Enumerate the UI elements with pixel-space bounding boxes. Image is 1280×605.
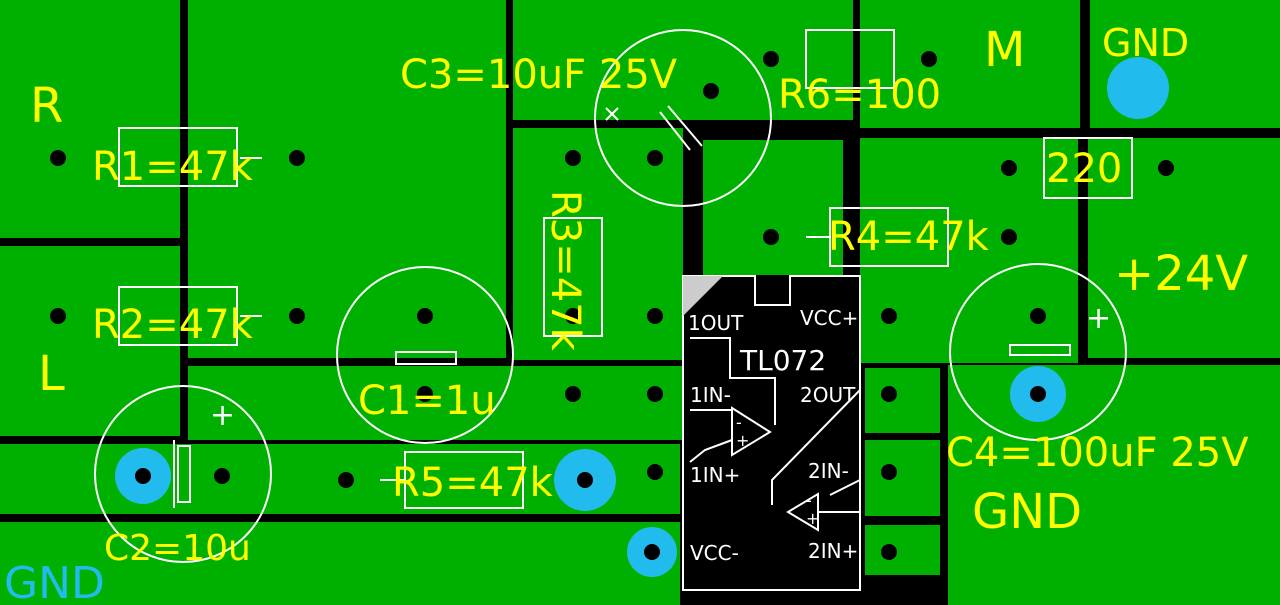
pin-2inm: 2IN- [808,459,849,483]
pad [417,386,433,402]
tl072-outline [682,275,861,591]
c2-plus-mark: + [210,398,235,433]
pad [1001,160,1017,176]
label-r2: R2=47k [92,302,254,348]
pad [1158,160,1174,176]
c1-body [336,266,514,444]
capacitor-outlines [94,29,1127,563]
pad [647,150,663,166]
pin-1out: 1OUT [688,311,744,335]
label-c4: C4=100uF 25V [946,430,1249,476]
copper-m-output [860,0,1080,128]
r6-body [805,29,895,89]
label-r5: R5=47k [392,460,554,506]
op2-plus: + [806,509,819,528]
label-c1: C1=1u [358,378,496,424]
label-24v: +24V [1114,246,1248,302]
pad [50,150,66,166]
label-gnd-mid: GND [972,484,1082,540]
pad [565,386,581,402]
label-l: L [38,346,65,402]
c2-body [94,385,272,563]
pad [881,464,897,480]
pin-2out: 2OUT [800,383,856,407]
copper-r-input [0,0,180,238]
label-gnd-bottom: GND [4,558,105,605]
silkscreen-labels: R L M GND +24V GND GND R1=47k R2=47k R3=… [4,21,1249,605]
copper-pad-2inm [865,440,940,516]
label-r6: R6=100 [778,72,941,118]
op2-minus: - [806,491,812,510]
pad [1001,229,1017,245]
pad [881,386,897,402]
copper-right-center [703,140,843,275]
resistor-outlines [118,29,1133,509]
copper-gnd-strip [0,522,680,605]
label-r4: R4=47k [828,214,990,260]
label-r220: 220 [1046,146,1122,192]
ground-pads [115,57,1169,577]
copper-trace-row [188,366,682,440]
tl072-labels: TL072 1OUT 1IN- 1IN+ VCC- VCC+ 2OUT 2IN-… [688,306,858,565]
r2-body [118,286,238,346]
pin-vccp: VCC+ [800,306,858,330]
pad [921,51,937,67]
gnd-pad-top [1107,57,1169,119]
pad [881,544,897,560]
pads [50,51,1174,560]
pad [289,308,305,324]
op1-minus: - [736,413,742,432]
pin-1inm: 1IN- [690,383,731,407]
copper-r220-area [860,138,1078,363]
label-r3: R3=47k [542,190,588,352]
pad [565,150,581,166]
pad [338,472,354,488]
label-gnd-top: GND [1102,21,1189,65]
r1-body [118,127,238,187]
pin-2inp: 2IN+ [808,539,858,563]
pad [647,386,663,402]
label-c3: C3=10uF 25V [400,52,678,98]
r220-body [1043,137,1133,199]
c4-body [949,263,1127,441]
pad [565,308,581,324]
pad [647,464,663,480]
copper-l-input [0,246,180,436]
pad [50,308,66,324]
ic-name: TL072 [739,344,826,377]
label-c2: C2=10u [104,528,251,569]
c4-plus-mark: + [1086,301,1111,336]
copper-top-center [513,0,853,120]
copper-top-left [188,0,506,358]
copper-pad-2out [865,368,940,433]
pad [703,83,719,99]
copper-pad-2inp [865,525,940,575]
pad [647,308,663,324]
pad [214,468,230,484]
label-m: M [984,22,1025,78]
pad [289,150,305,166]
label-r: R [30,78,63,134]
label-r1: R1=47k [92,144,254,190]
op1-plus: + [736,431,749,450]
r3-body [543,217,603,337]
copper-gnd-right [948,365,1280,605]
pad [763,51,779,67]
pad [417,308,433,324]
pin-vccm: VCC- [690,541,739,565]
pad [881,308,897,324]
c3-body [594,29,772,207]
pad [1030,308,1046,324]
pad [763,229,779,245]
pin-1inp: 1IN+ [690,463,740,487]
